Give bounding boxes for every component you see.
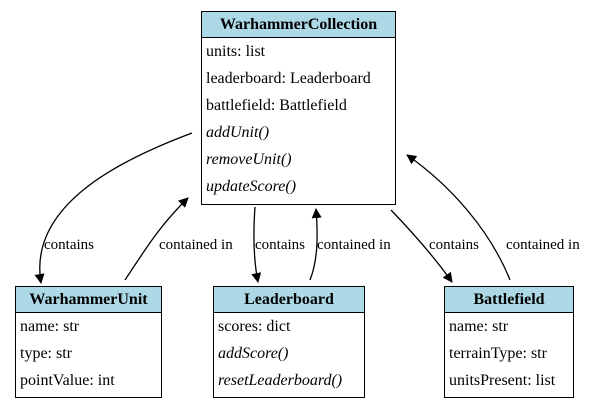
edge-label-leaderboard-collection: contained in	[317, 237, 391, 253]
attribute: terrainType: str	[449, 345, 547, 362]
attribute: battlefield: Battlefield	[206, 97, 347, 114]
attribute: name: str	[20, 318, 80, 335]
attribute: leaderboard: Leaderboard	[206, 70, 371, 87]
class-name: WarhammerUnit	[16, 287, 161, 313]
method: updateScore()	[206, 178, 297, 195]
edge-label-collection-leaderboard: contains	[255, 237, 305, 253]
attribute: units: list	[206, 43, 266, 60]
edge-collection-to-leaderboard	[251, 206, 262, 283]
method: addUnit()	[206, 124, 270, 141]
edge-collection-to-battlefield	[390, 209, 453, 283]
class-name: Battlefield	[445, 287, 573, 313]
class-box-battlefield: Battlefield name: str terrainType: str u…	[444, 286, 574, 398]
class-box-warhammer-collection: WarhammerCollection units: list leaderbo…	[201, 11, 396, 205]
attribute: type: str	[20, 345, 72, 362]
edge-label-collection-unit: contains	[44, 237, 94, 253]
class-name: WarhammerCollection	[202, 12, 395, 38]
edge-label-collection-battlefield: contains	[429, 237, 479, 253]
edge-collection-to-unit	[34, 132, 193, 284]
method: resetLeaderboard()	[218, 372, 343, 389]
method: removeUnit()	[206, 151, 292, 168]
class-box-warhammer-unit: WarhammerUnit name: str type: str pointV…	[15, 286, 162, 398]
attribute: name: str	[449, 318, 509, 335]
method: addScore()	[218, 345, 289, 362]
class-name: Leaderboard	[214, 287, 364, 313]
edge-leaderboard-to-collection	[309, 208, 322, 281]
attribute: scores: dict	[218, 318, 291, 335]
attribute: pointValue: int	[20, 372, 115, 389]
edge-label-battlefield-collection: contained in	[506, 237, 580, 253]
edge-unit-to-collection	[124, 197, 189, 281]
edge-label-unit-collection: contained in	[159, 237, 233, 253]
attribute: unitsPresent: list	[449, 372, 556, 389]
class-box-leaderboard: Leaderboard scores: dict addScore() rese…	[213, 286, 365, 398]
edge-battlefield-to-collection	[406, 154, 511, 281]
